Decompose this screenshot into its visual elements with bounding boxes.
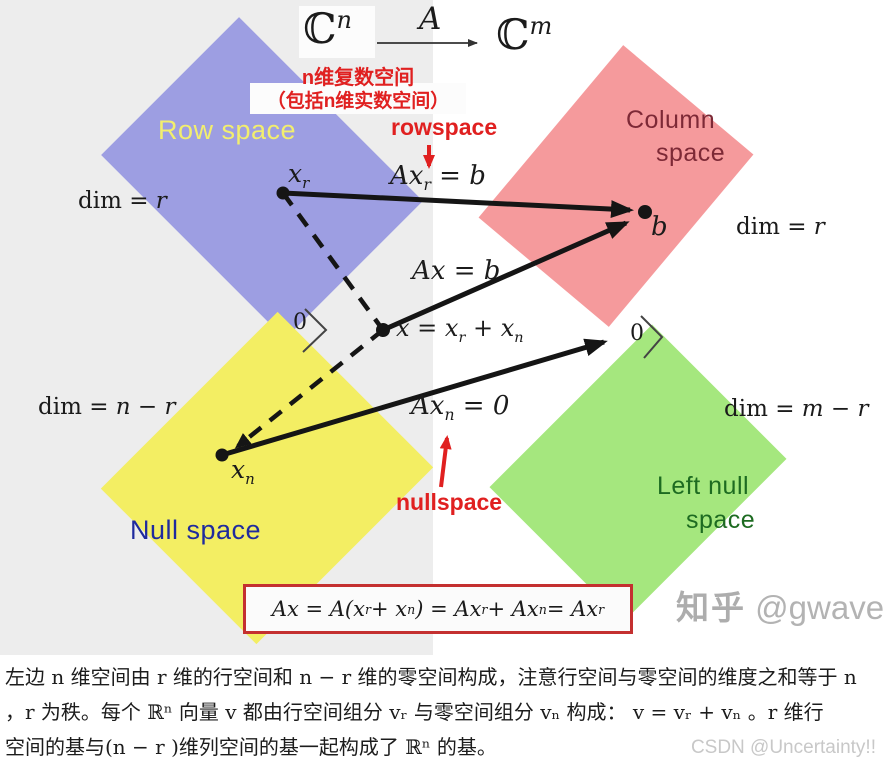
subspaces-diagram: C^m --> ℂn A ℂm n维复数空间 （包括n维实数空间） rowspa…	[0, 0, 884, 677]
xn-base: x	[231, 455, 246, 484]
caption-paragraph: 左边 n 维空间由 r 维的行空间和 n − r 维的零空间构成，注意行空间与零…	[0, 655, 885, 769]
nullspace-annotation: nullspace	[396, 489, 503, 515]
ax-equals-b-label: Ax = b	[412, 256, 501, 286]
dim-prefix: dim =	[736, 214, 814, 240]
caption-line1: 左边 n 维空间由 r 维的行空间和 n − r 维的零空间构成，注意行空间与零…	[5, 665, 857, 689]
matrix-a-label: A	[419, 1, 442, 37]
eq-s5: r	[598, 601, 605, 617]
dim-value: r	[155, 188, 167, 214]
caption-line2: ，r 为秩。每个 ℝⁿ 向量 v 都由行空间组分 vᵣ 与零空间组分 vₙ 构成…	[5, 700, 824, 724]
axn-t2: = 0	[454, 391, 510, 421]
column-space-title-line1: Column	[626, 106, 716, 134]
codomain-base: ℂ	[496, 10, 530, 59]
column-space-region	[478, 45, 754, 327]
axn-t1: Ax	[411, 391, 445, 421]
dashed-x-to-xn	[234, 328, 385, 449]
codomain-space-label: ℂm	[496, 10, 552, 59]
point-b	[638, 205, 652, 219]
dim-prefix: dim =	[38, 394, 116, 420]
domain-space-label: ℂn	[303, 4, 352, 53]
eq-t3: ) = Ax	[415, 597, 482, 621]
dim-null-space: dim = n − r	[38, 394, 176, 420]
axr-equals-b-label: Axr = b	[390, 161, 486, 194]
x-decomp-t1: x = x	[396, 314, 459, 342]
null-space-title: Null space	[130, 515, 262, 545]
x-decomp-s1: r	[458, 329, 466, 346]
angle-mark-right	[640, 315, 664, 359]
x-decomp-t2: + x	[465, 314, 515, 342]
domain-base: ℂ	[303, 4, 337, 53]
xn-subscript: n	[245, 470, 255, 488]
cn-annotation-line1: n维复数空间	[301, 67, 415, 89]
axr-t1: Ax	[390, 161, 424, 191]
eq-s1: r	[364, 601, 372, 617]
eq-t5: = Ax	[546, 597, 599, 621]
dim-value: m − r	[801, 396, 869, 422]
csdn-watermark: CSDN @Uncertainty!!	[690, 737, 876, 758]
diagram-canvas	[0, 0, 787, 655]
column-space-title-line2: space	[656, 139, 726, 167]
left-null-space-region	[489, 324, 787, 622]
left-null-space-title-line1: Left null	[657, 472, 750, 500]
xn-label: xn	[231, 455, 255, 488]
dim-value: r	[813, 214, 825, 240]
dim-prefix: dim =	[724, 396, 802, 422]
row-space-region	[101, 17, 423, 339]
point-xr	[276, 186, 290, 200]
eq-t1: Ax = A(x	[271, 597, 365, 621]
eq-t4: + Ax	[487, 597, 539, 621]
arrow-xr-to-b	[282, 190, 634, 219]
dim-column-space: dim = r	[736, 214, 825, 240]
left-null-space-title-line2: space	[686, 506, 756, 534]
axn-s1: n	[444, 406, 455, 425]
eq-s2: n	[407, 601, 416, 617]
axr-s1: r	[423, 176, 431, 195]
xr-base: x	[288, 159, 303, 188]
null-space-region	[100, 311, 434, 645]
eq-s4: n	[538, 601, 547, 617]
eq-s3: r	[481, 601, 488, 617]
rowspace-annotation: rowspace	[391, 114, 498, 140]
eq-t2: + x	[371, 597, 408, 621]
x-decomposition-label: x = xr + xn	[396, 314, 524, 346]
highlight-box-cn	[299, 6, 375, 58]
axn-equals-0-label: Axn = 0	[411, 391, 509, 424]
highlight-box-annotation	[250, 83, 466, 114]
b-label: b	[651, 212, 668, 242]
xr-label: xr	[288, 159, 309, 192]
x-decomp-s2: n	[514, 329, 524, 346]
cn-annotation-line2: （包括n维实数空间）	[266, 91, 450, 112]
point-x	[376, 323, 390, 337]
dim-row-space: dim = r	[78, 188, 167, 214]
zero-vector-left-label: 0	[293, 310, 307, 335]
domain-superscript: n	[336, 6, 352, 34]
zhihu-author-handle: @gwave	[755, 589, 885, 626]
axr-t2: = b	[430, 161, 486, 191]
xr-subscript: r	[302, 174, 310, 192]
dashed-xr-to-x	[281, 191, 385, 332]
arrow-x-to-b	[381, 220, 630, 333]
caption-line3: 空间的基与(n − r )维列空间的基一起构成了 ℝⁿ 的基。	[5, 735, 497, 759]
dim-prefix: dim =	[78, 188, 156, 214]
zhihu-logo-text: 知乎	[676, 589, 746, 626]
zhihu-watermark: 知乎 @gwave	[676, 581, 884, 629]
zero-vector-right-label: 0	[630, 321, 644, 346]
angle-mark-left	[302, 308, 328, 353]
dim-left-null-space: dim = m − r	[724, 396, 869, 422]
codomain-superscript: m	[529, 12, 553, 40]
point-xn	[215, 448, 229, 462]
row-space-title: Row space	[158, 115, 297, 145]
dim-value: n − r	[115, 394, 176, 420]
nullspace-pointer-arrow	[439, 435, 452, 488]
arrow-xn-to-zero	[221, 338, 608, 458]
